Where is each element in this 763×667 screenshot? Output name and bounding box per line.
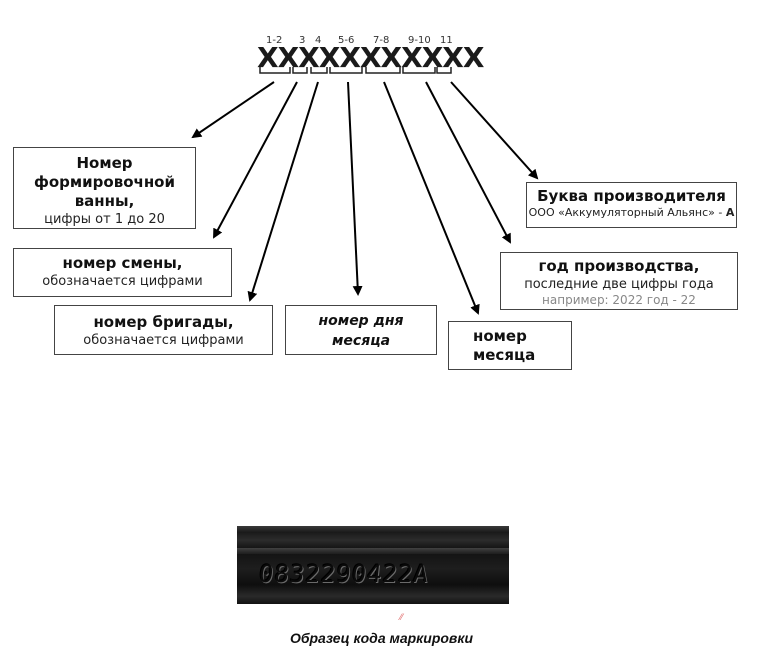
- arrow-to-year: [425, 81, 511, 244]
- sample-stamp: 0832290422A: [257, 560, 431, 588]
- photo-ridge: [237, 548, 509, 554]
- box-brigade-number: номер бригады, обозначается цифрами: [54, 305, 273, 355]
- arrow-to-brigade: [247, 81, 319, 302]
- arrow-to-shift: [213, 81, 298, 239]
- box-year-title: год производства,: [538, 257, 700, 275]
- box-maker-title: Буква производителя: [537, 187, 726, 205]
- position-label: 7-8: [373, 35, 390, 46]
- box-bath-title: Номер формировочной ванны,: [33, 154, 175, 210]
- position-label: 3: [299, 35, 306, 46]
- box-day-number: номер дня месяца: [285, 305, 437, 355]
- arrow-to-maker: [450, 81, 539, 180]
- arrow-to-bath: [191, 81, 275, 139]
- position-label: 9-10: [408, 35, 431, 46]
- box-year-note: например: 2022 год - 22: [542, 293, 696, 307]
- box-production-year: год производства, последние две цифры го…: [500, 252, 738, 310]
- box-shift-sub: обозначается цифрами: [42, 274, 203, 289]
- sample-code-photo: 0832290422A: [237, 526, 509, 604]
- box-shift-title: номер смены,: [62, 254, 183, 272]
- arrow-to-day: [347, 81, 363, 296]
- position-label: 5-6: [338, 35, 355, 46]
- box-day-title: номер дня месяца: [318, 313, 404, 349]
- code-pattern: XXXXXXXXXXX: [257, 41, 484, 74]
- red-tick-mark: ⁄⁄: [400, 612, 404, 622]
- position-labels: 1-2 3 4 5-6 7-8 9-10 11: [258, 35, 458, 47]
- box-maker-sub: ООО «Аккумуляторный Альянс» - А: [527, 206, 736, 219]
- box-manufacturer-letter: Буква производителя ООО «Аккумуляторный …: [526, 182, 737, 228]
- position-label: 11: [440, 35, 453, 46]
- box-maker-letter: А: [725, 206, 735, 219]
- box-brigade-title: номер бригады,: [93, 313, 234, 331]
- box-shift-number: номер смены, обозначается цифрами: [13, 248, 232, 297]
- box-bath-number: Номер формировочной ванны, цифры от 1 до…: [13, 147, 196, 229]
- box-month-number: номер месяца: [448, 321, 572, 370]
- box-bath-sub: цифры от 1 до 20: [44, 212, 165, 227]
- box-maker-company: ООО «Аккумуляторный Альянс» -: [528, 206, 726, 219]
- box-brigade-sub: обозначается цифрами: [83, 333, 244, 348]
- box-year-sub: последние две цифры года: [524, 277, 714, 292]
- position-label: 4: [315, 35, 322, 46]
- arrow-to-month: [383, 81, 480, 315]
- position-label: 1-2: [266, 35, 283, 46]
- box-month-title: номер месяца: [473, 327, 536, 364]
- sample-caption: Образец кода маркировки: [289, 630, 474, 646]
